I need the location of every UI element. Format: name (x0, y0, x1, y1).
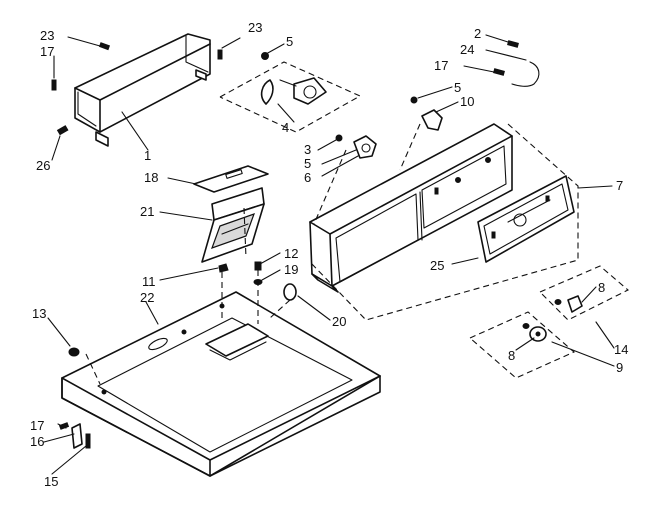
screw-23-right (217, 49, 223, 60)
knob-group-14 (539, 265, 629, 321)
callout-2: 2 (474, 26, 481, 41)
callout-9: 9 (616, 360, 623, 375)
part-4-timer-assembly (219, 52, 362, 133)
callout-19: 19 (284, 262, 298, 277)
callout-16: 16 (30, 434, 44, 449)
leader-lines (43, 34, 615, 475)
callout-12: 12 (284, 246, 298, 261)
screw-2-24-17 (493, 40, 540, 87)
screw-17-left (51, 79, 57, 91)
callout-21: 21 (140, 204, 154, 219)
callout-20: 20 (332, 314, 346, 329)
part-10-switch (410, 96, 443, 131)
callout-10: 10 (460, 94, 474, 109)
part-6-switch (335, 134, 377, 159)
callout-8-top: 8 (598, 280, 605, 295)
callout-26: 26 (36, 158, 50, 173)
callout-1: 1 (144, 148, 151, 163)
callout-22: 22 (140, 290, 154, 305)
callout-25: 25 (430, 258, 444, 273)
callout-6: 6 (304, 170, 311, 185)
part-7-control-console (309, 123, 513, 293)
callout-11: 11 (142, 274, 156, 289)
callout-18: 18 (144, 170, 158, 185)
callout-labels: 23 17 26 23 1 5 4 2 24 17 5 10 3 5 6 7 1… (30, 20, 628, 489)
part-1-rear-bracket (74, 33, 211, 147)
screw-26 (56, 125, 69, 136)
callout-3: 3 (304, 142, 311, 157)
callout-24: 24 (460, 42, 474, 57)
callout-17-right: 17 (434, 58, 448, 73)
callout-13: 13 (32, 306, 46, 321)
callout-5-top: 5 (286, 34, 293, 49)
callout-23-left: 23 (40, 28, 54, 43)
part-25-control-panel (477, 175, 575, 263)
callout-15: 15 (44, 474, 58, 489)
console-outline (309, 123, 579, 321)
callout-5-right: 5 (454, 80, 461, 95)
callout-17-bottom: 17 (30, 418, 44, 433)
callout-17-left: 17 (40, 44, 54, 59)
callout-14: 14 (614, 342, 628, 357)
dashed-assembly-paths (85, 123, 421, 385)
part-20-bumper (283, 283, 297, 301)
callout-8-bottom: 8 (508, 348, 515, 363)
screw-13 (68, 347, 80, 357)
part-18-plate (193, 165, 269, 193)
part-11-clip (218, 263, 229, 273)
callout-5-mid: 5 (304, 156, 311, 171)
screw-23-left (98, 42, 111, 51)
callout-23-right: 23 (248, 20, 262, 35)
part-22-top-panel (61, 291, 381, 477)
callout-4: 4 (282, 120, 289, 135)
callout-7: 7 (616, 178, 623, 193)
part-21-filter-housing (201, 187, 265, 263)
